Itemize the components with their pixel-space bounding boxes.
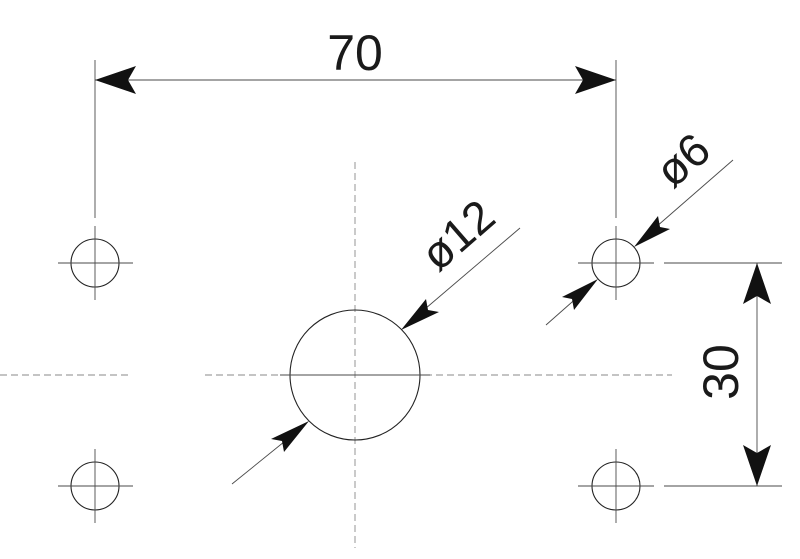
- width-label: 70: [327, 25, 383, 81]
- height-label: 30: [693, 344, 749, 400]
- arrow-left-icon: [95, 66, 136, 94]
- large-hole-diameter-callout: ø12: [231, 189, 521, 485]
- small-hole-top-left: [58, 226, 133, 300]
- arrow-small-lower-icon: [562, 279, 598, 310]
- arrow-large-upper-icon: [401, 299, 439, 330]
- small-hole-label: ø6: [645, 123, 720, 197]
- large-hole-label: ø12: [411, 189, 505, 280]
- small-hole-top-right: [578, 226, 654, 300]
- arrow-large-lower-icon: [271, 421, 309, 452]
- large-hole: [280, 309, 430, 441]
- small-hole-bottom-left: [58, 449, 133, 523]
- arrow-down-icon: [743, 445, 771, 486]
- arrow-right-icon: [575, 66, 616, 94]
- height-dimension: 30: [664, 262, 782, 487]
- small-hole-bottom-right: [578, 449, 654, 523]
- center-lines: [0, 162, 672, 548]
- arrow-small-upper-icon: [634, 216, 670, 247]
- small-hole-diameter-callout: ø6: [545, 123, 734, 326]
- width-dimension: 70: [94, 25, 617, 218]
- arrow-up-icon: [743, 263, 771, 304]
